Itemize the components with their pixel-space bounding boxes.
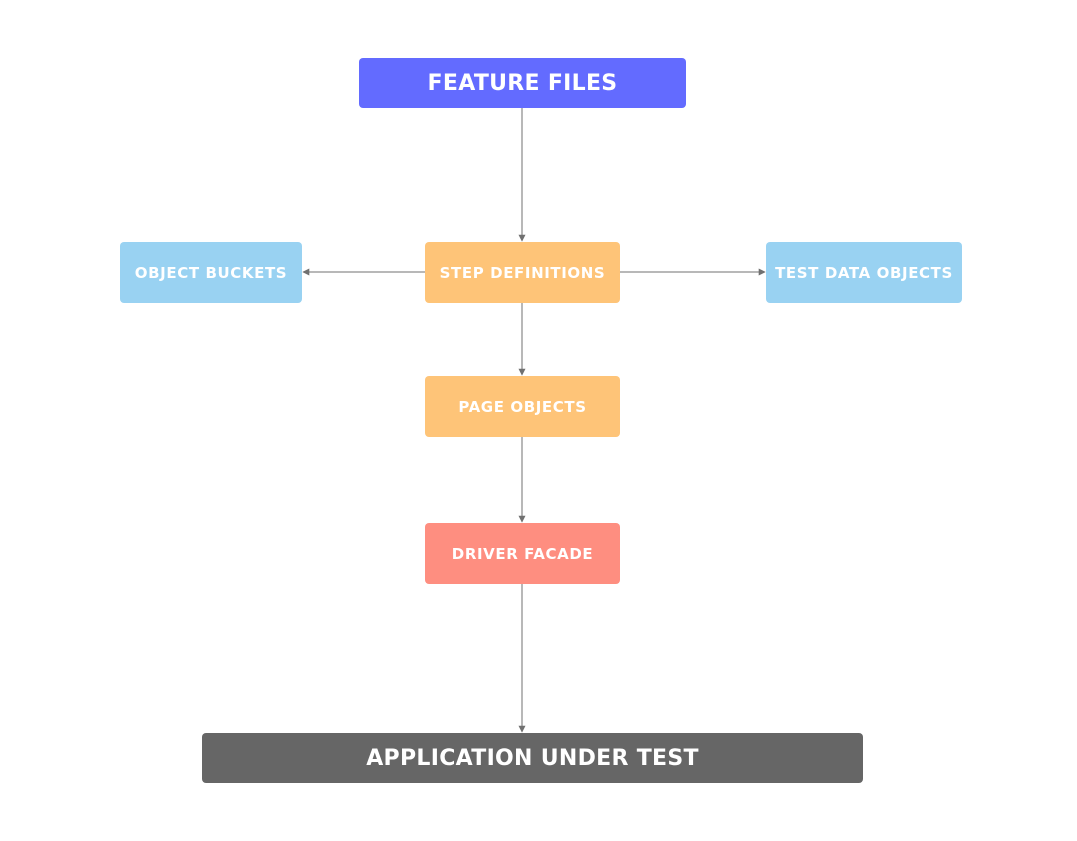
driver-facade-node[interactable]: DRIVER FACADE <box>425 523 620 584</box>
object-buckets-node[interactable]: OBJECT BUCKETS <box>120 242 302 303</box>
test-data-objects-label: TEST DATA OBJECTS <box>775 263 953 282</box>
object-buckets-label: OBJECT BUCKETS <box>134 263 288 282</box>
page-objects-node[interactable]: PAGE OBJECTS <box>425 376 620 437</box>
application-under-test-node[interactable]: APPLICATION UNDER TEST <box>202 733 863 783</box>
feature-files-node[interactable]: FEATURE FILES <box>359 58 686 108</box>
application-under-test-label: APPLICATION UNDER TEST <box>366 745 699 771</box>
driver-facade-label: DRIVER FACADE <box>451 544 594 563</box>
page-objects-label: PAGE OBJECTS <box>458 397 587 416</box>
step-definitions-label: STEP DEFINITIONS <box>439 263 606 282</box>
feature-files-label: FEATURE FILES <box>427 70 618 96</box>
test-data-objects-node[interactable]: TEST DATA OBJECTS <box>766 242 962 303</box>
step-definitions-node[interactable]: STEP DEFINITIONS <box>425 242 620 303</box>
